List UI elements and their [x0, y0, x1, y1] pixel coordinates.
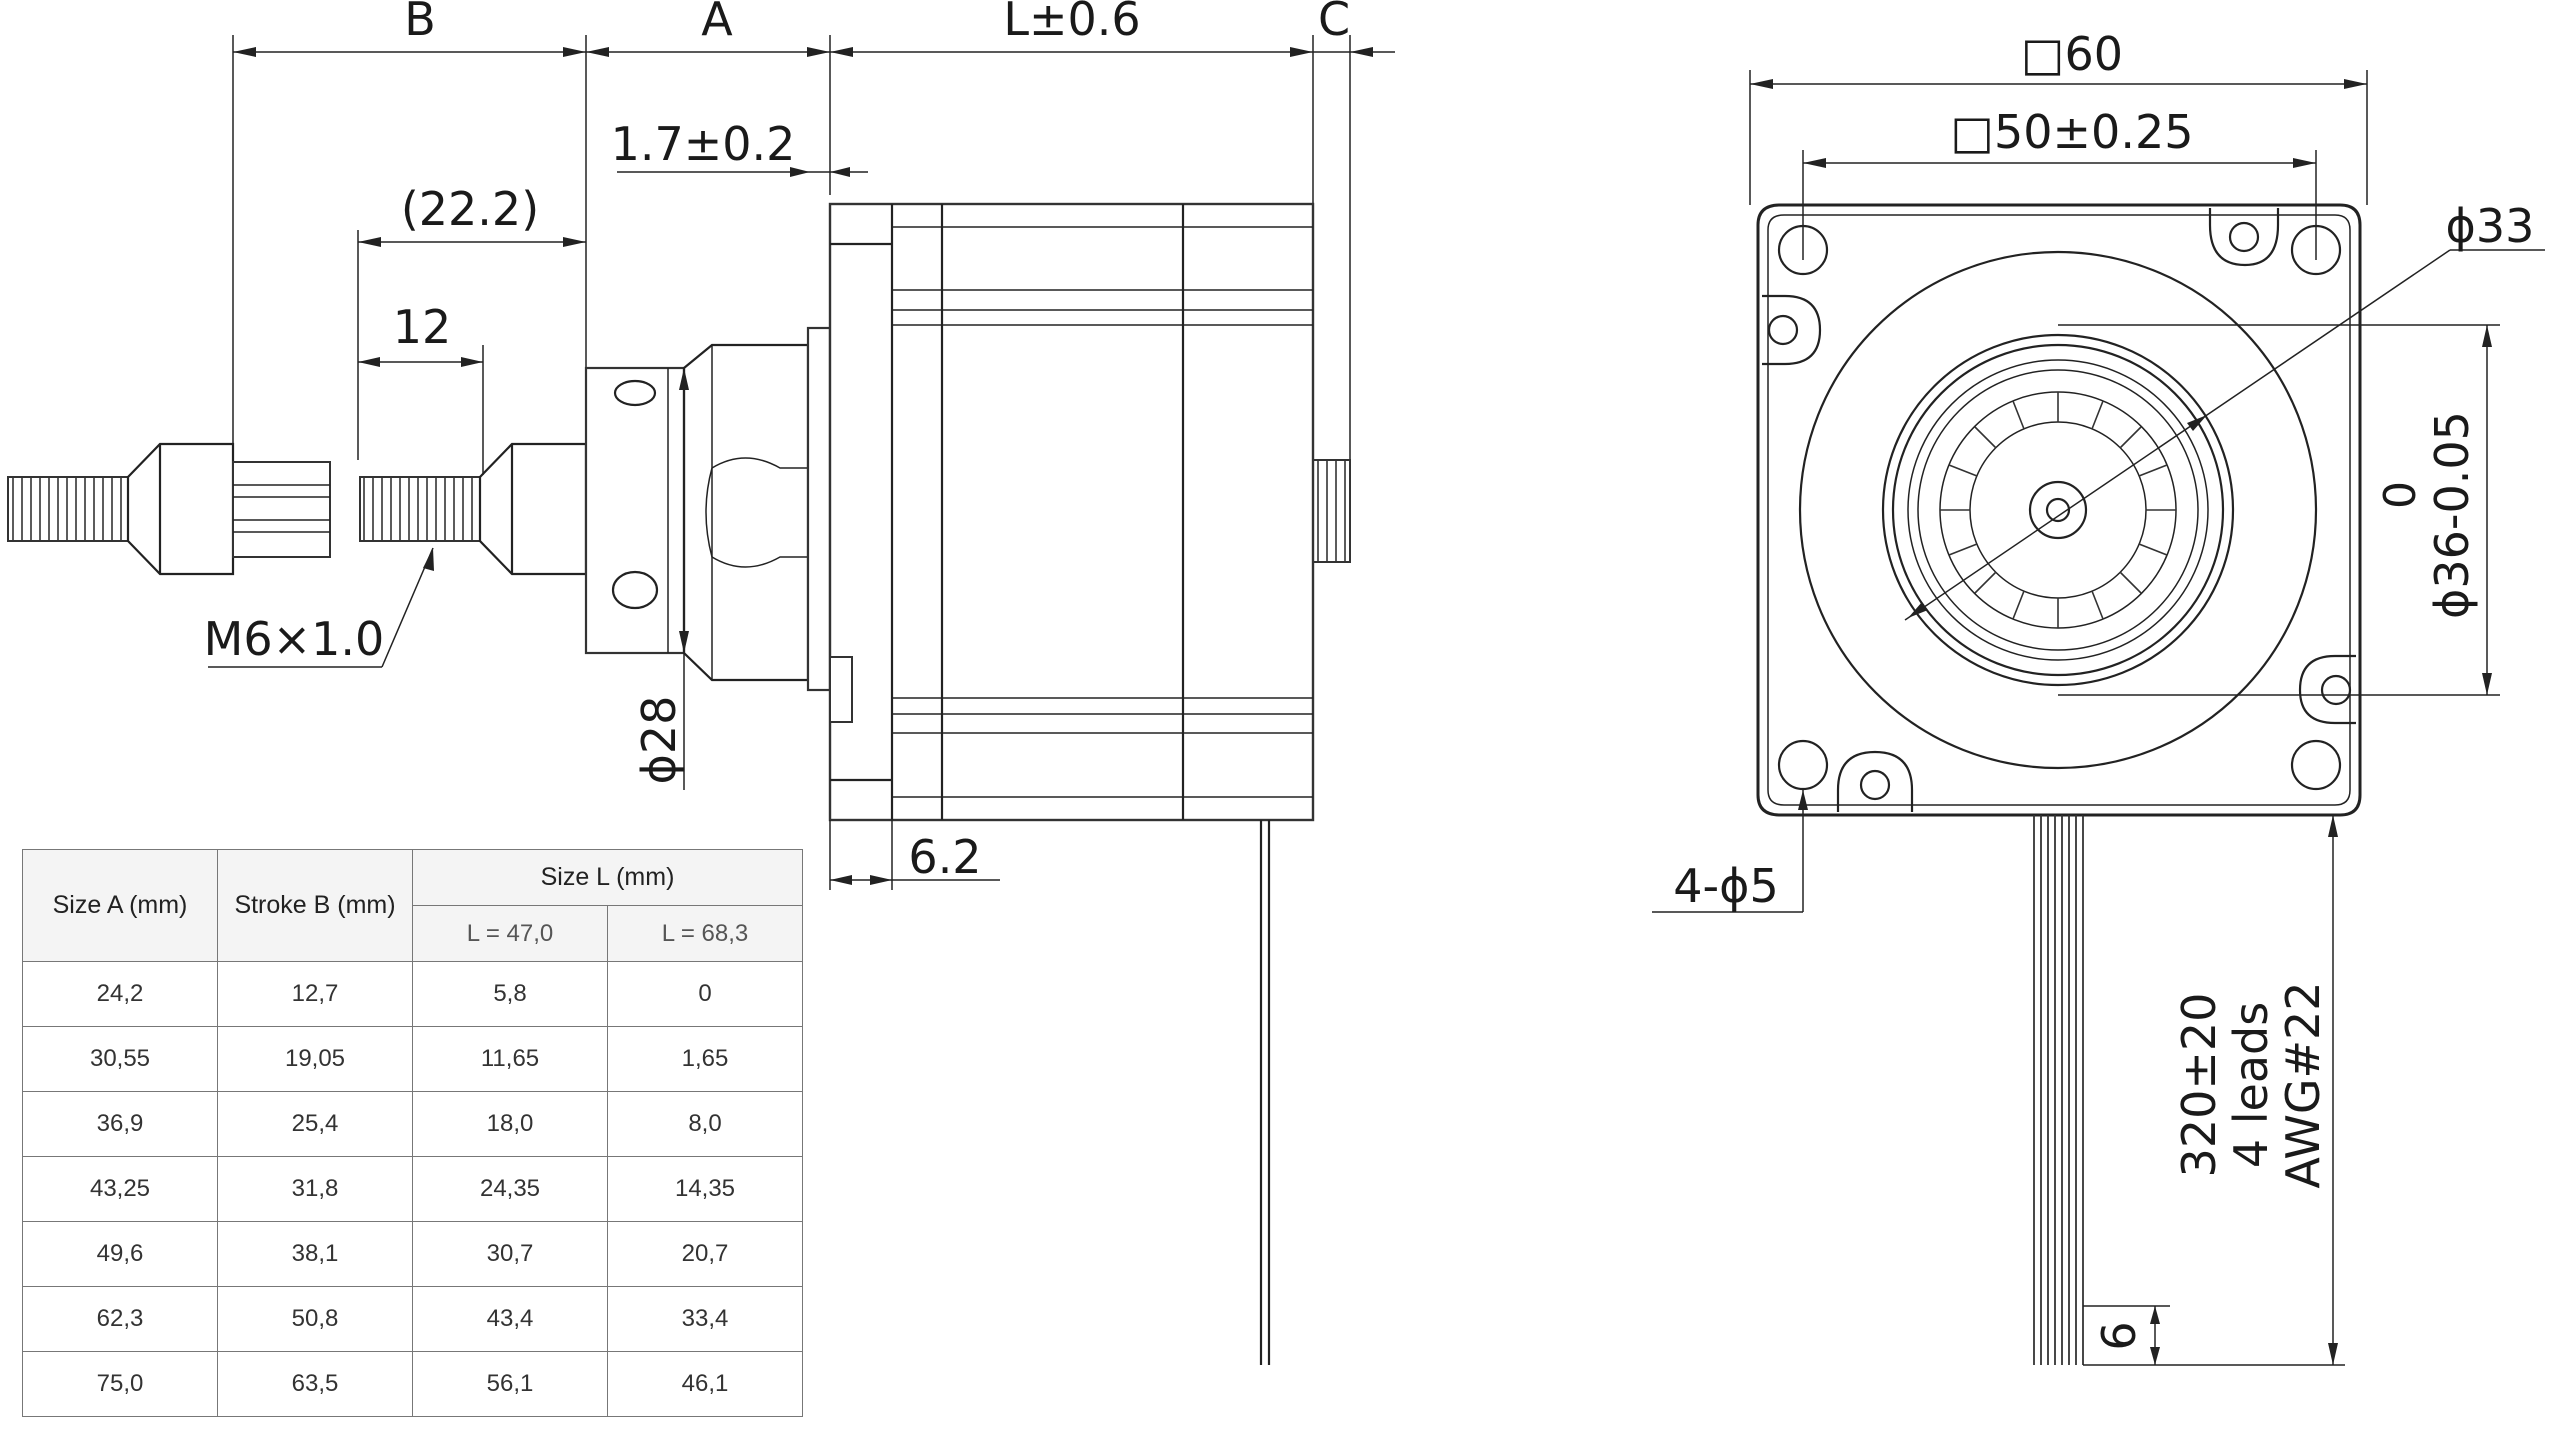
dim-b-label: B [404, 0, 436, 46]
table-row: 24,2 12,7 5,8 0 [22, 961, 803, 1027]
cell-size-a: 36,9 [22, 1091, 218, 1157]
lead-length-label: 320±20 [2172, 993, 2226, 1178]
dim-nut-ref-label: (22.2) [401, 182, 539, 236]
cell-l2: 46,1 [607, 1351, 803, 1417]
cell-l1: 30,7 [412, 1221, 608, 1287]
dim-strip-label: 6 [2092, 1321, 2146, 1350]
cell-size-a: 75,0 [22, 1351, 218, 1417]
cell-stroke-b: 19,05 [217, 1026, 413, 1092]
dim-hole-pitch-label: □50±0.25 [1951, 105, 2194, 159]
table-row: 49,6 38,1 30,7 20,7 [22, 1221, 803, 1287]
cell-stroke-b: 38,1 [217, 1221, 413, 1287]
dim-l-label: L±0.6 [1003, 0, 1140, 46]
table-row: 43,25 31,8 24,35 14,35 [22, 1156, 803, 1222]
dim-pilot-label: ϕ36-0.05 [2425, 411, 2479, 619]
cell-l1: 18,0 [412, 1091, 608, 1157]
cell-stroke-b: 50,8 [217, 1286, 413, 1352]
cell-stroke-b: 12,7 [217, 961, 413, 1027]
cell-l2: 0 [607, 961, 803, 1027]
cell-stroke-b: 25,4 [217, 1091, 413, 1157]
cell-size-a: 30,55 [22, 1026, 218, 1092]
cell-l2: 33,4 [607, 1286, 803, 1352]
table-row: 30,55 19,05 11,65 1,65 [22, 1026, 803, 1092]
cell-stroke-b: 31,8 [217, 1156, 413, 1222]
table-row: 36,9 25,4 18,0 8,0 [22, 1091, 803, 1157]
table-row: 62,3 50,8 43,4 33,4 [22, 1286, 803, 1352]
spec-table: Size A (mm) Stroke B (mm) Size L (mm) L … [22, 849, 803, 1417]
dim-pilot-tol-label: 0 [2375, 481, 2426, 509]
table-row: 75,0 63,5 56,1 46,1 [22, 1351, 803, 1417]
cell-l2: 1,65 [607, 1026, 803, 1092]
cell-l2: 14,35 [607, 1156, 803, 1222]
dim-holes-label: 4-ϕ5 [1673, 859, 1778, 913]
dim-thread-len-label: 12 [393, 300, 452, 354]
sub-header-l1: L = 47,0 [412, 905, 608, 962]
cell-l2: 8,0 [607, 1091, 803, 1157]
dim-flange-label: 1.7±0.2 [611, 117, 796, 171]
cell-l1: 56,1 [412, 1351, 608, 1417]
sub-header-l2: L = 68,3 [607, 905, 803, 962]
dim-a-label: A [701, 0, 733, 46]
col-header-stroke-b: Stroke B (mm) [217, 849, 413, 962]
dim-bolt-circle-label: ϕ33 [2446, 199, 2535, 253]
lead-wires [2033, 815, 2084, 1365]
cell-size-a: 43,25 [22, 1156, 218, 1222]
cell-l2: 20,7 [607, 1221, 803, 1287]
cell-stroke-b: 63,5 [217, 1351, 413, 1417]
lead-gauge-label: AWG#22 [2276, 981, 2330, 1188]
cell-l1: 11,65 [412, 1026, 608, 1092]
cell-l1: 5,8 [412, 961, 608, 1027]
side-view: B A L±0.6 C 1.7±0.2 (22.2) 12 [7, 0, 1395, 1365]
dim-boss-dia-label: ϕ28 [632, 696, 686, 785]
cell-size-a: 49,6 [22, 1221, 218, 1287]
front-view: □60 □50±0.25 [1652, 27, 2545, 1366]
cell-size-a: 24,2 [22, 961, 218, 1027]
col-header-size-l: Size L (mm) [412, 849, 803, 906]
bearing-segments [1940, 392, 2176, 628]
lead-count-label: 4 leads [2224, 1002, 2278, 1168]
cell-l1: 24,35 [412, 1156, 608, 1222]
thread-spec-label: M6×1.0 [204, 612, 385, 666]
cell-size-a: 62,3 [22, 1286, 218, 1352]
dim-flange-thk-label: 6.2 [908, 830, 981, 884]
col-header-size-a: Size A (mm) [22, 849, 218, 962]
cell-l1: 43,4 [412, 1286, 608, 1352]
dim-body-label: □60 [2021, 27, 2123, 81]
dim-c-label: C [1318, 0, 1350, 46]
